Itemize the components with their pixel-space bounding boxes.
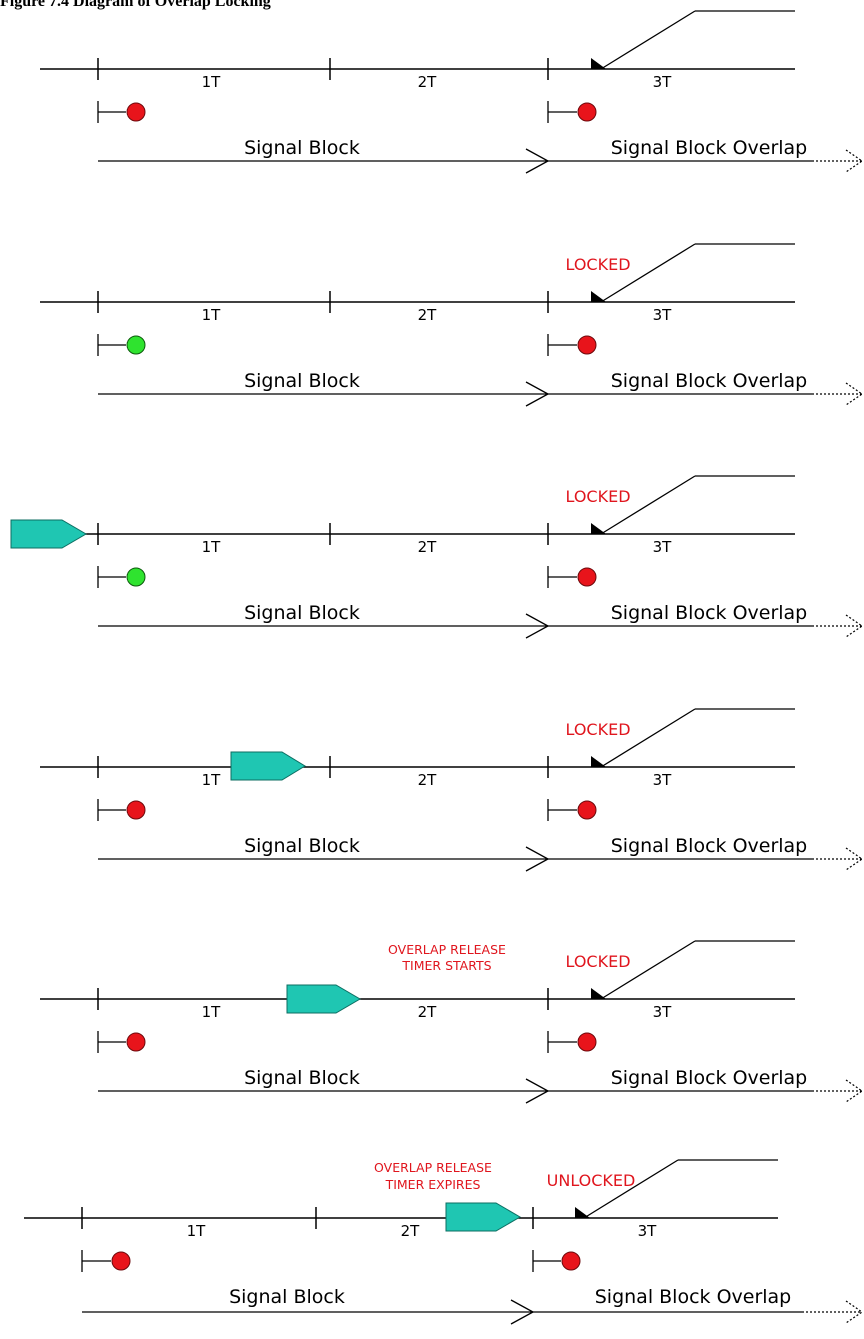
signal-block-overlap-label: Signal Block Overlap <box>595 1286 792 1308</box>
train <box>230 751 306 781</box>
switch-diverging-leg <box>583 1159 679 1219</box>
train <box>286 984 361 1014</box>
track-circuit-label-2T: 2T <box>418 771 438 789</box>
signal-block-overlap-label: Signal Block Overlap <box>611 602 808 624</box>
track-circuit-label-1T: 1T <box>202 1003 222 1021</box>
overlap-arrowhead <box>845 149 864 173</box>
track-circuit-label-3T: 3T <box>653 771 673 789</box>
track-circuit-label-2T: 2T <box>418 73 438 91</box>
track-circuit-label-3T: 3T <box>638 1222 658 1240</box>
track-circuit-label-3T: 3T <box>653 1003 673 1021</box>
signal-block-overlap-label: Signal Block Overlap <box>611 1067 808 1089</box>
signal-block-label: Signal Block <box>229 1286 345 1308</box>
signal-lamp-red <box>561 1251 581 1271</box>
switch-lock-status: UNLOCKED <box>547 1171 636 1190</box>
overlap-panel-4: LOCKED 1T 2T 3T Signal Block Signal Bloc… <box>40 708 864 872</box>
signal-lamp-red <box>577 335 597 355</box>
overlap-panel-3: LOCKED 1T 2T 3T Signal Block Signal Bloc… <box>10 475 864 639</box>
signal-block-label: Signal Block <box>244 835 360 857</box>
signal-block-label: Signal Block <box>244 1067 360 1089</box>
overlap-timer-note-line-1: OVERLAP RELEASE <box>388 942 506 957</box>
overlap-timer-note-line-2: TIMER STARTS <box>401 958 491 973</box>
signal-lamp-green <box>126 335 146 355</box>
overlap-timer-note-line-2: TIMER EXPIRES <box>385 1177 481 1192</box>
track-circuit-label-3T: 3T <box>653 73 673 91</box>
switch-diverging-leg <box>600 940 696 1000</box>
signal-block-overlap-label: Signal Block Overlap <box>611 137 808 159</box>
figure-title: Figure 7.4 Diagram of Overlap Locking <box>0 0 271 10</box>
switch-point-marker <box>591 58 606 69</box>
track-circuit-label-2T: 2T <box>401 1222 421 1240</box>
signal-lamp-red <box>577 102 597 122</box>
signal-lamp-red <box>126 1032 146 1052</box>
track-circuit-label-2T: 2T <box>418 306 438 324</box>
overlap-arrowhead <box>845 847 864 871</box>
signal-block-label: Signal Block <box>244 602 360 624</box>
switch-lock-status: LOCKED <box>565 487 630 506</box>
signal-block-overlap-label: Signal Block Overlap <box>611 370 808 392</box>
track-circuit-label-1T: 1T <box>202 771 222 789</box>
signal-lamp-red <box>577 1032 597 1052</box>
overlap-timer-note-line-1: OVERLAP RELEASE <box>374 1160 492 1175</box>
switch-diverging-leg <box>600 243 696 303</box>
overlap-arrowhead <box>845 382 864 406</box>
switch-point-marker <box>591 291 606 302</box>
track-circuit-label-2T: 2T <box>418 1003 438 1021</box>
switch-lock-status: LOCKED <box>565 255 630 274</box>
train <box>445 1202 521 1232</box>
track-circuit-label-3T: 3T <box>653 306 673 324</box>
switch-point-marker <box>591 988 606 999</box>
switch-diverging-leg <box>600 708 696 768</box>
track-circuit-label-2T: 2T <box>418 538 438 556</box>
switch-point-marker <box>591 756 606 767</box>
signal-lamp-red <box>111 1251 131 1271</box>
overlap-panel-1: 1T 2T 3T Signal Block Signal Block Overl… <box>40 10 864 174</box>
switch-diverging-leg <box>600 475 696 535</box>
signal-lamp-green <box>126 567 146 587</box>
switch-diverging-leg <box>600 10 696 70</box>
signal-block-label: Signal Block <box>244 137 360 159</box>
switch-lock-status: LOCKED <box>565 952 630 971</box>
signal-lamp-red <box>126 102 146 122</box>
track-circuit-label-3T: 3T <box>653 538 673 556</box>
signal-block-overlap-label: Signal Block Overlap <box>611 835 808 857</box>
signal-lamp-red <box>126 800 146 820</box>
overlap-arrowhead <box>845 1079 864 1103</box>
signal-block-label: Signal Block <box>244 370 360 392</box>
track-circuit-label-1T: 1T <box>187 1222 207 1240</box>
signal-lamp-red <box>577 800 597 820</box>
signal-lamp-red <box>577 567 597 587</box>
overlap-arrowhead <box>845 614 864 638</box>
track-circuit-label-1T: 1T <box>202 538 222 556</box>
track-circuit-label-1T: 1T <box>202 73 222 91</box>
train <box>10 519 87 549</box>
track-circuit-label-1T: 1T <box>202 306 222 324</box>
overlap-panel-6: OVERLAP RELEASE TIMER EXPIRES UNLOCKED 1… <box>24 1159 864 1325</box>
switch-point-marker <box>575 1207 590 1218</box>
overlap-panel-2: LOCKED 1T 2T 3T Signal Block Signal Bloc… <box>40 243 864 407</box>
switch-point-marker <box>591 523 606 534</box>
switch-lock-status: LOCKED <box>565 720 630 739</box>
overlap-panel-5: OVERLAP RELEASE TIMER STARTS LOCKED 1T 2… <box>40 940 864 1104</box>
overlap-arrowhead <box>845 1300 864 1324</box>
